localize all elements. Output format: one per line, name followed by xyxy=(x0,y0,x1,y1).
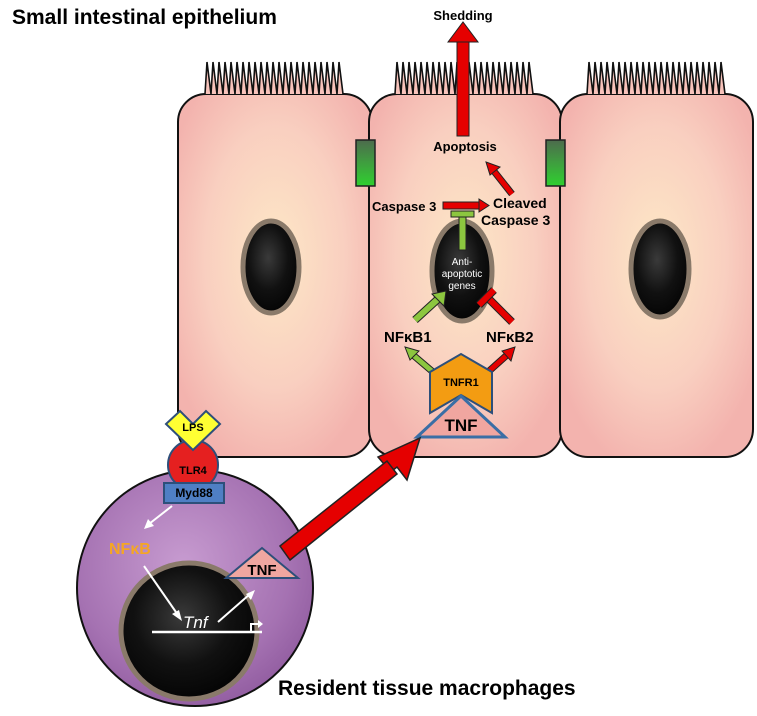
apoptosis-label: Apoptosis xyxy=(433,139,497,154)
promoter-arrowhead xyxy=(258,620,263,628)
myd88-to-nfkb-arrow xyxy=(144,505,173,529)
tnf-bound xyxy=(413,393,509,439)
cleaved-label-line1: Cleaved xyxy=(493,195,547,211)
myd88-adaptor xyxy=(163,482,225,504)
lps-label: LPS xyxy=(182,422,203,434)
nucleus-left xyxy=(240,218,302,316)
shedding-arrow xyxy=(447,21,479,137)
gene-to-tnf-arrow xyxy=(217,590,255,623)
anti-apoptotic-line3: genes xyxy=(448,281,475,292)
tnfr1-receptor xyxy=(429,352,493,415)
anti-apoptotic-inhibition xyxy=(450,210,475,251)
tnfr1-label: TNFR1 xyxy=(443,377,478,389)
epithelial-cell-right xyxy=(559,61,754,458)
cleaved-to-apoptosis-arrow xyxy=(485,161,515,197)
tnf-secretion-arrow xyxy=(278,436,422,562)
nfkb1-label: NFκB1 xyxy=(384,329,432,346)
tnfr1-to-nfkb2-arrow xyxy=(485,346,516,375)
caspase-to-cleaved-arrow xyxy=(442,198,490,213)
nfkb2-inhibition xyxy=(476,287,515,325)
caspase3-label: Caspase 3 xyxy=(372,199,436,214)
tnf-gene-label: Tnf xyxy=(183,613,210,632)
tight-junction-right xyxy=(545,139,566,187)
anti-apoptotic-line2: apoptotic xyxy=(442,269,483,280)
tnf-macrophage-label: TNF xyxy=(247,562,276,579)
epithelial-cell-left xyxy=(177,61,373,458)
tight-junction-left xyxy=(355,139,376,187)
nfkb-label: NFκB xyxy=(109,541,151,558)
nfkb1-to-genes-arrow xyxy=(412,290,447,323)
tlr4-label: TLR4 xyxy=(179,465,207,477)
nfkb2-label: NFκB2 xyxy=(486,329,534,346)
tnf-cell-label: TNF xyxy=(444,416,477,435)
microvilli-left xyxy=(204,61,344,95)
tnfr1-to-nfkb1-arrow xyxy=(404,346,436,375)
microvilli-right xyxy=(586,61,726,95)
epithelium-title: Small intestinal epithelium xyxy=(12,6,277,29)
nucleus-right xyxy=(628,218,692,320)
myd88-label: Myd88 xyxy=(175,486,213,500)
promoter-marker xyxy=(250,623,258,632)
lps-ligand xyxy=(164,409,222,452)
cleaved-label-line2: Caspase 3 xyxy=(481,212,550,228)
tnf-macrophage-triangle xyxy=(223,546,301,579)
shedding-label: Shedding xyxy=(433,8,492,23)
nfkb-to-gene-arrow xyxy=(143,565,182,621)
anti-apoptotic-line1: Anti- xyxy=(452,257,473,268)
macrophage-title: Resident tissue macrophages xyxy=(278,677,576,700)
